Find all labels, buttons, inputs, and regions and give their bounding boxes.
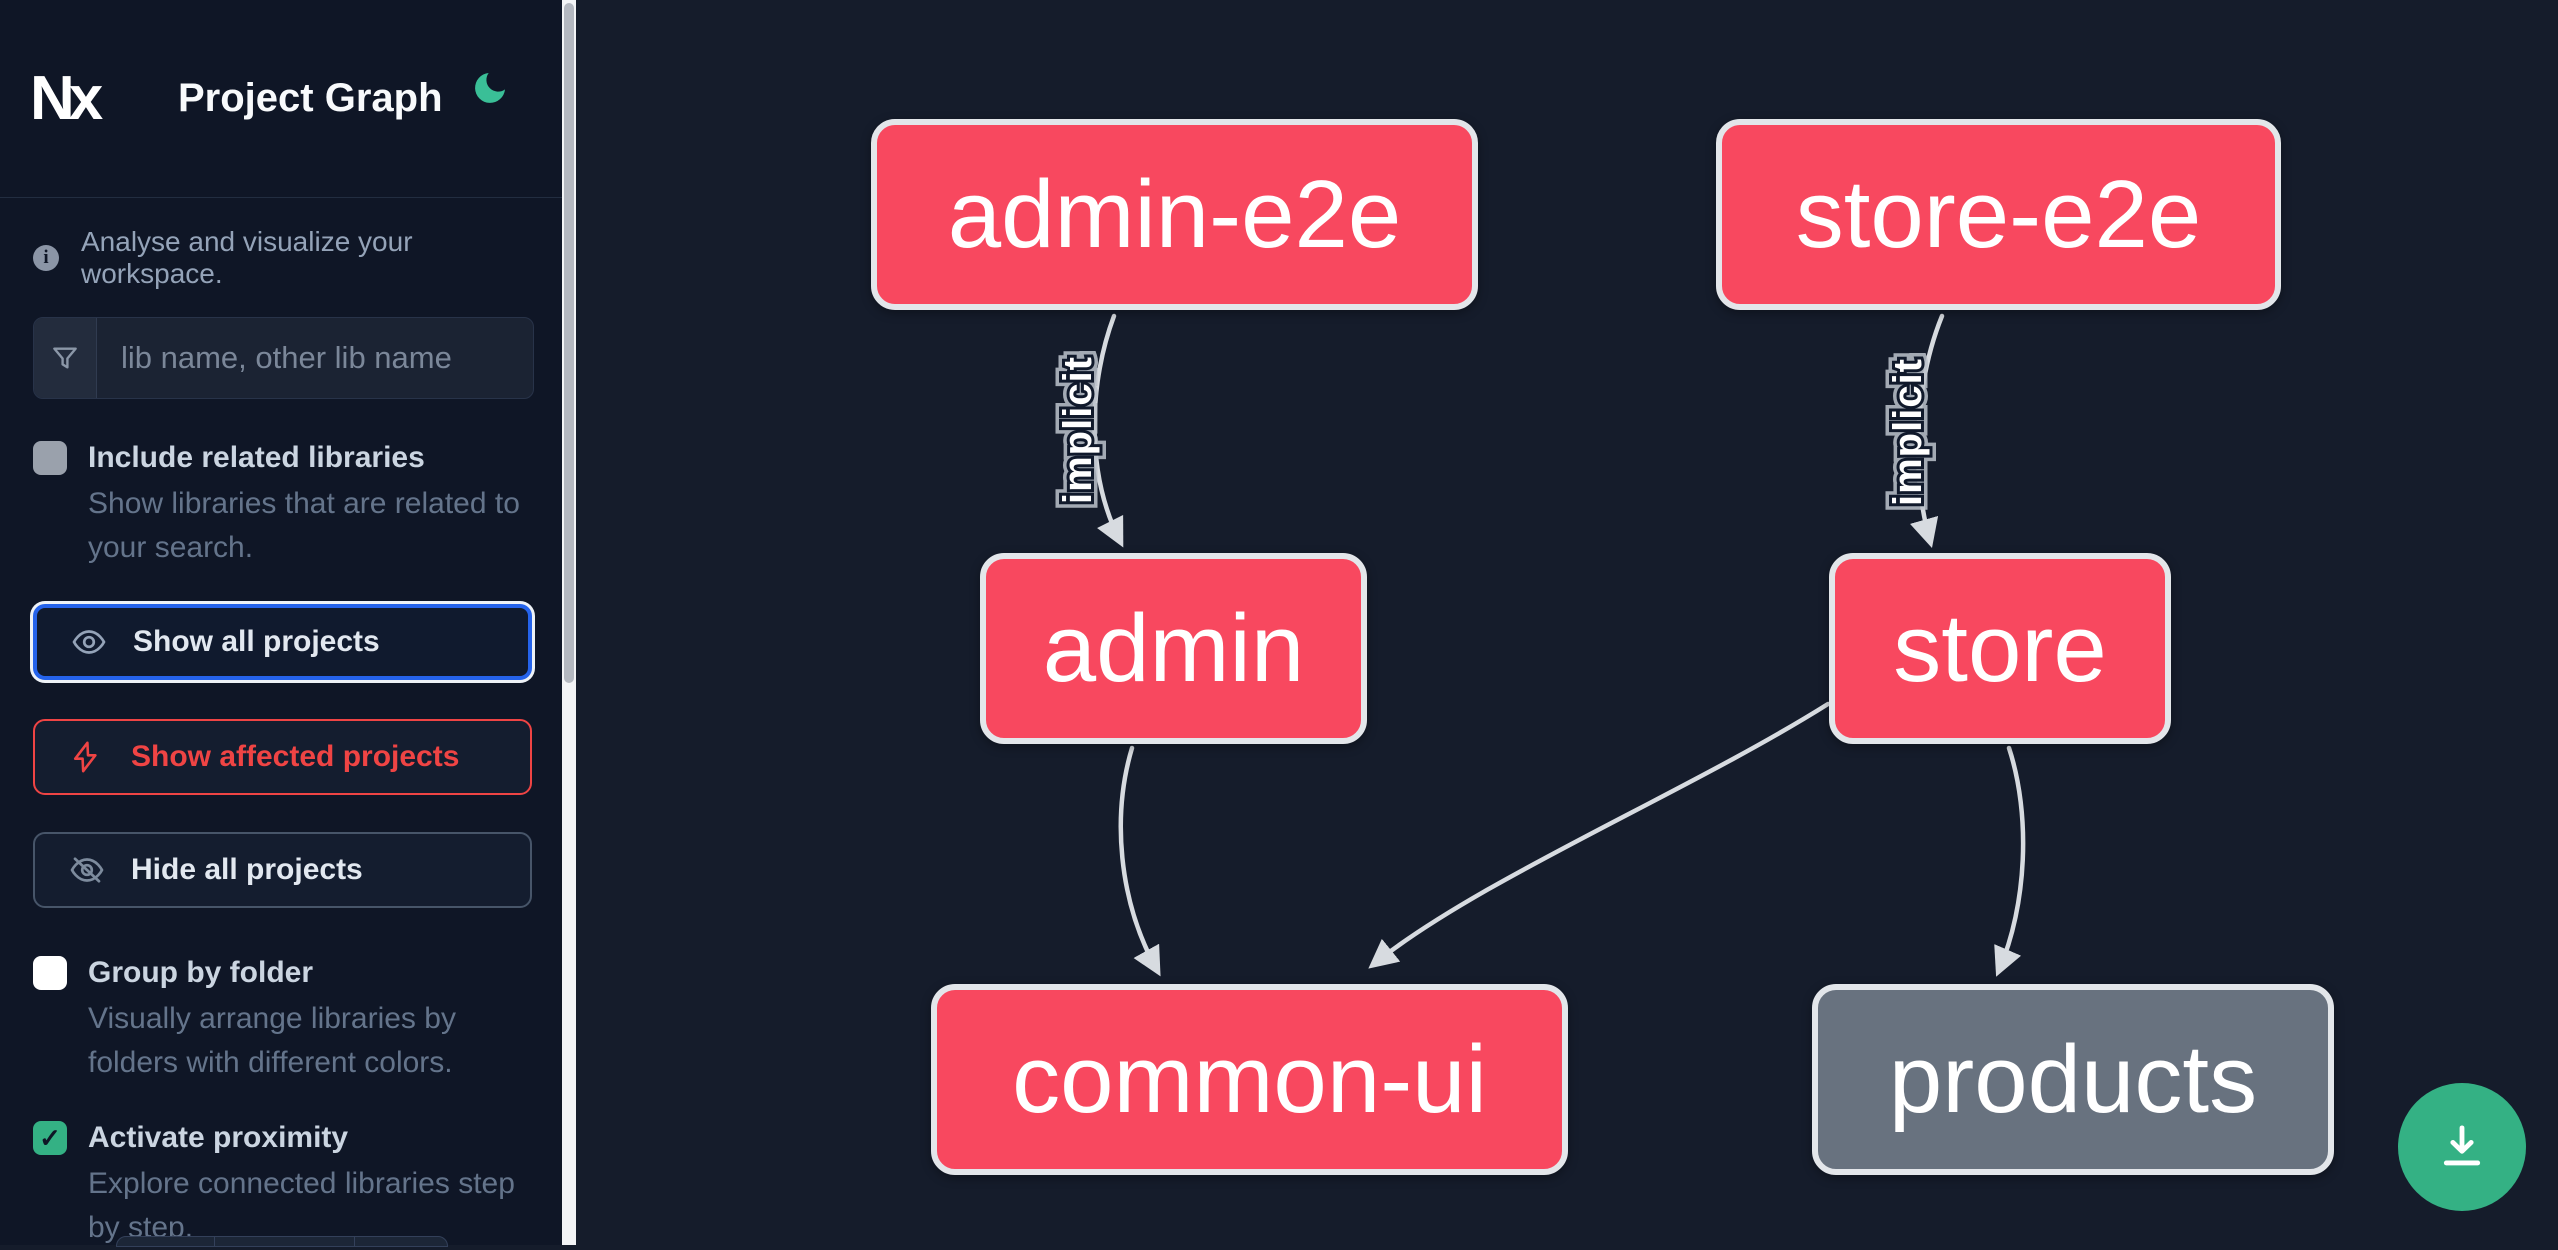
stepper-divider [354, 1237, 355, 1246]
graph-node-admin[interactable]: admin [980, 553, 1367, 744]
edge-label-store-e2e: implicit [1886, 358, 1930, 506]
edge-label-admin-e2e: implicit [1056, 356, 1100, 504]
edge-admin-to-common-ui [1118, 745, 1161, 977]
option-include-related: Include related libraries Show libraries… [33, 438, 538, 570]
edge-label-store-e2e: implicit [1886, 358, 1930, 506]
eye-off-icon [69, 852, 105, 888]
sidebar-header: Nx Project Graph [0, 0, 562, 198]
sidebar: Nx Project Graph i Analyse and visualize… [0, 0, 562, 1247]
bolt-icon [69, 739, 105, 775]
sidebar-scrollbar[interactable] [562, 0, 576, 1245]
button-label: Show affected projects [131, 740, 460, 773]
button-label: Hide all projects [131, 853, 363, 886]
button-label: Show all projects [133, 625, 380, 658]
graph-node-admin-e2e[interactable]: admin-e2e [871, 119, 1478, 310]
option-description: Show libraries that are related to your … [88, 487, 520, 564]
filter-icon [34, 318, 97, 398]
graph-node-store[interactable]: store [1829, 553, 2171, 744]
graph-node-products[interactable]: products [1812, 984, 2334, 1175]
theme-toggle-button[interactable] [470, 68, 510, 108]
option-description: Explore connected libraries step by step… [88, 1167, 515, 1244]
download-icon [2433, 1117, 2491, 1178]
option-description: Visually arrange libraries by folders wi… [88, 1002, 456, 1079]
edge-label-admin-e2e: implicit [1056, 356, 1100, 504]
option-activate-proximity: ✓ Activate proximity Explore connected l… [33, 1118, 538, 1250]
stepper-divider [214, 1237, 215, 1246]
graph-node-common-ui[interactable]: common-ui [931, 984, 1568, 1175]
show-all-projects-button[interactable]: Show all projects [33, 604, 532, 680]
page-title: Project Graph [178, 76, 443, 120]
option-label: Include related libraries [88, 441, 425, 474]
proximity-stepper[interactable] [116, 1236, 448, 1247]
save-image-button[interactable] [2398, 1083, 2526, 1211]
search-box [33, 317, 534, 399]
activate-proximity-checkbox[interactable]: ✓ [33, 1121, 67, 1155]
edge-store-to-common-ui [1368, 701, 1831, 969]
intro-row: i Analyse and visualize your workspace. [33, 226, 533, 290]
eye-icon [71, 624, 107, 660]
search-input[interactable] [97, 318, 533, 398]
edge-store-e2e-to-store [1909, 313, 1945, 549]
group-by-folder-checkbox[interactable] [33, 956, 67, 990]
edge-admin-e2e-to-admin [1092, 313, 1124, 548]
graph-node-store-e2e[interactable]: store-e2e [1716, 119, 2281, 310]
scrollbar-thumb[interactable] [564, 3, 574, 683]
include-related-checkbox[interactable] [33, 441, 67, 475]
option-label: Group by folder [88, 956, 313, 989]
option-label: Activate proximity [88, 1121, 349, 1154]
hide-all-projects-button[interactable]: Hide all projects [33, 832, 532, 908]
intro-text: Analyse and visualize your workspace. [81, 226, 413, 289]
option-group-by-folder: Group by folder Visually arrange librari… [33, 953, 538, 1085]
moon-icon [470, 73, 510, 111]
show-affected-projects-button[interactable]: Show affected projects [33, 719, 532, 795]
edge-store-to-products [1994, 745, 2026, 977]
nx-logo[interactable]: Nx [30, 63, 103, 133]
info-icon: i [33, 245, 59, 271]
